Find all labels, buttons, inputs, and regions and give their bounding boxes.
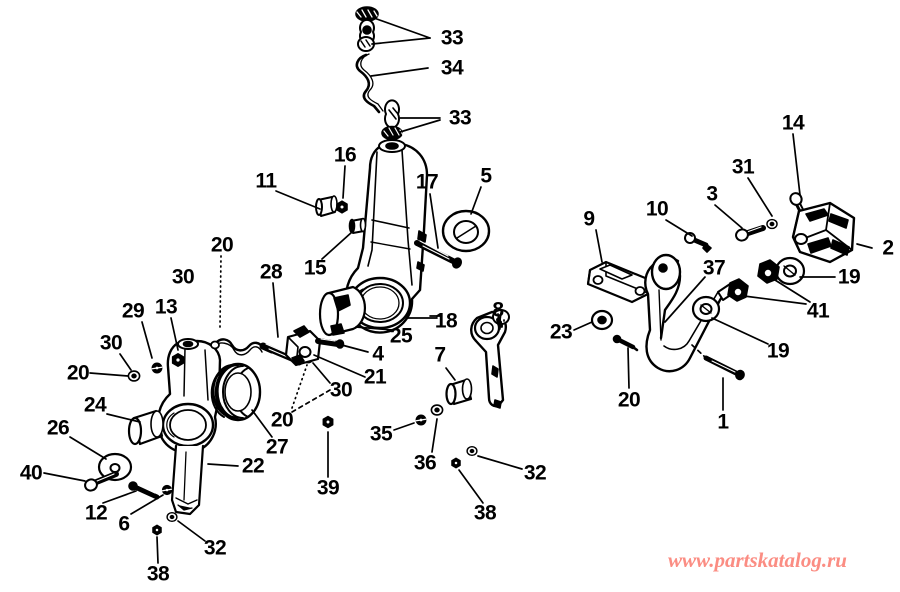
callout-26: 26 <box>46 416 70 440</box>
callout-30-mid: 30 <box>329 378 353 402</box>
part-20-screw-right <box>612 334 639 352</box>
callout-4: 4 <box>372 342 384 366</box>
part-41-nut-b <box>727 278 749 302</box>
part-6-lockwasher <box>161 484 173 496</box>
callout-20-upper-left: 20 <box>210 233 234 257</box>
part-5-washer <box>441 209 491 253</box>
part-26-flat-washer <box>97 452 133 482</box>
callout-24: 24 <box>83 393 107 417</box>
part-12-screw <box>128 481 160 500</box>
part-2-mounting-bracket <box>791 201 856 264</box>
part-18-main-lever-arm <box>344 139 429 334</box>
callout-19-upper: 19 <box>837 265 861 289</box>
callout-20-mid: 20 <box>270 408 294 432</box>
callout-29: 29 <box>121 299 145 323</box>
part-37-shift-lever <box>644 253 736 373</box>
part-21-clamp-block <box>284 325 322 367</box>
callout-11: 11 <box>255 169 277 193</box>
part-38-nut-bl <box>152 524 162 536</box>
part-29-lockwasher <box>151 362 163 374</box>
callout-37: 37 <box>702 256 726 280</box>
callout-36: 36 <box>413 451 437 475</box>
callout-32-mid: 32 <box>523 461 547 485</box>
callout-15: 15 <box>303 256 327 280</box>
part-10-screw <box>684 232 712 253</box>
callout-9: 9 <box>583 207 595 231</box>
callout-20-left: 20 <box>66 361 90 385</box>
callout-3: 3 <box>706 182 718 206</box>
part-17-screw <box>414 240 463 269</box>
callout-20-right: 20 <box>617 388 641 412</box>
callout-21: 21 <box>363 365 387 389</box>
callout-30-left: 30 <box>99 331 123 355</box>
part-25-split-bushing <box>318 285 366 337</box>
callout-38-left: 38 <box>146 562 170 586</box>
part-36-washer <box>430 404 444 416</box>
callout-35: 35 <box>369 422 393 446</box>
callout-22: 22 <box>241 454 265 478</box>
callout-34: 34 <box>440 56 464 80</box>
callout-38-mid: 38 <box>473 501 497 525</box>
part-30-washer-left <box>127 370 141 382</box>
part-3-bolt <box>735 225 766 242</box>
part-24-bushing <box>127 409 164 446</box>
part-22-left-lever-arm <box>156 338 222 516</box>
callout-7: 7 <box>434 343 446 367</box>
part-13-nut <box>171 352 185 368</box>
part-39-nut <box>322 415 334 429</box>
callout-17: 17 <box>415 170 439 194</box>
part-38-nut-bm <box>451 457 461 469</box>
callout-23: 23 <box>549 320 573 344</box>
part-19-bushing-upper <box>774 256 806 286</box>
part-16-nut <box>336 200 348 214</box>
part-15-spacer <box>348 217 367 234</box>
callout-18: 18 <box>434 309 458 333</box>
part-34-link-rod <box>355 53 384 114</box>
part-4-pin <box>315 338 345 349</box>
callout-6: 6 <box>118 512 130 536</box>
callout-12: 12 <box>84 501 108 525</box>
part-11-bushing <box>315 195 338 217</box>
part-35-lockwasher <box>415 414 427 426</box>
callout-13: 13 <box>154 295 178 319</box>
part-7-bushing <box>445 378 473 406</box>
callout-1: 1 <box>717 410 729 434</box>
site-watermark: www.partskatalog.ru <box>668 548 847 572</box>
callout-2: 2 <box>882 236 894 260</box>
part-31-washer <box>766 218 778 230</box>
part-9-clevis-link <box>586 260 652 304</box>
part-1-long-screw <box>703 355 745 381</box>
callout-33-lower: 33 <box>448 106 472 130</box>
part-32-washer-bl <box>166 511 178 523</box>
callout-39: 39 <box>316 476 340 500</box>
callout-33-top: 33 <box>440 26 464 50</box>
part-23-bushing <box>590 309 614 331</box>
callout-8: 8 <box>492 298 504 322</box>
callout-30-upper-left: 30 <box>171 265 195 289</box>
callout-14: 14 <box>781 111 805 135</box>
callout-41: 41 <box>806 299 830 323</box>
callout-19-lower: 19 <box>766 339 790 363</box>
part-41-nut-a <box>757 259 780 284</box>
callout-5: 5 <box>480 164 492 188</box>
callout-40: 40 <box>19 461 43 485</box>
part-8-bellcrank <box>470 309 510 409</box>
part-32-washer-bm <box>466 445 478 457</box>
part-33-lower-pair <box>381 99 404 141</box>
part-27-coil-spring <box>210 362 262 422</box>
callout-28: 28 <box>259 260 283 284</box>
callout-16: 16 <box>333 143 357 167</box>
callout-31: 31 <box>731 155 755 179</box>
part-40-bolt <box>84 471 119 492</box>
part-19-bushing-lower <box>691 295 721 323</box>
part-33-lower-bushing <box>357 36 375 52</box>
callout-32-left: 32 <box>203 536 227 560</box>
callout-27: 27 <box>265 435 289 459</box>
callout-10: 10 <box>645 197 669 221</box>
callout-25: 25 <box>389 324 413 348</box>
part-33-top-nut <box>355 6 379 22</box>
